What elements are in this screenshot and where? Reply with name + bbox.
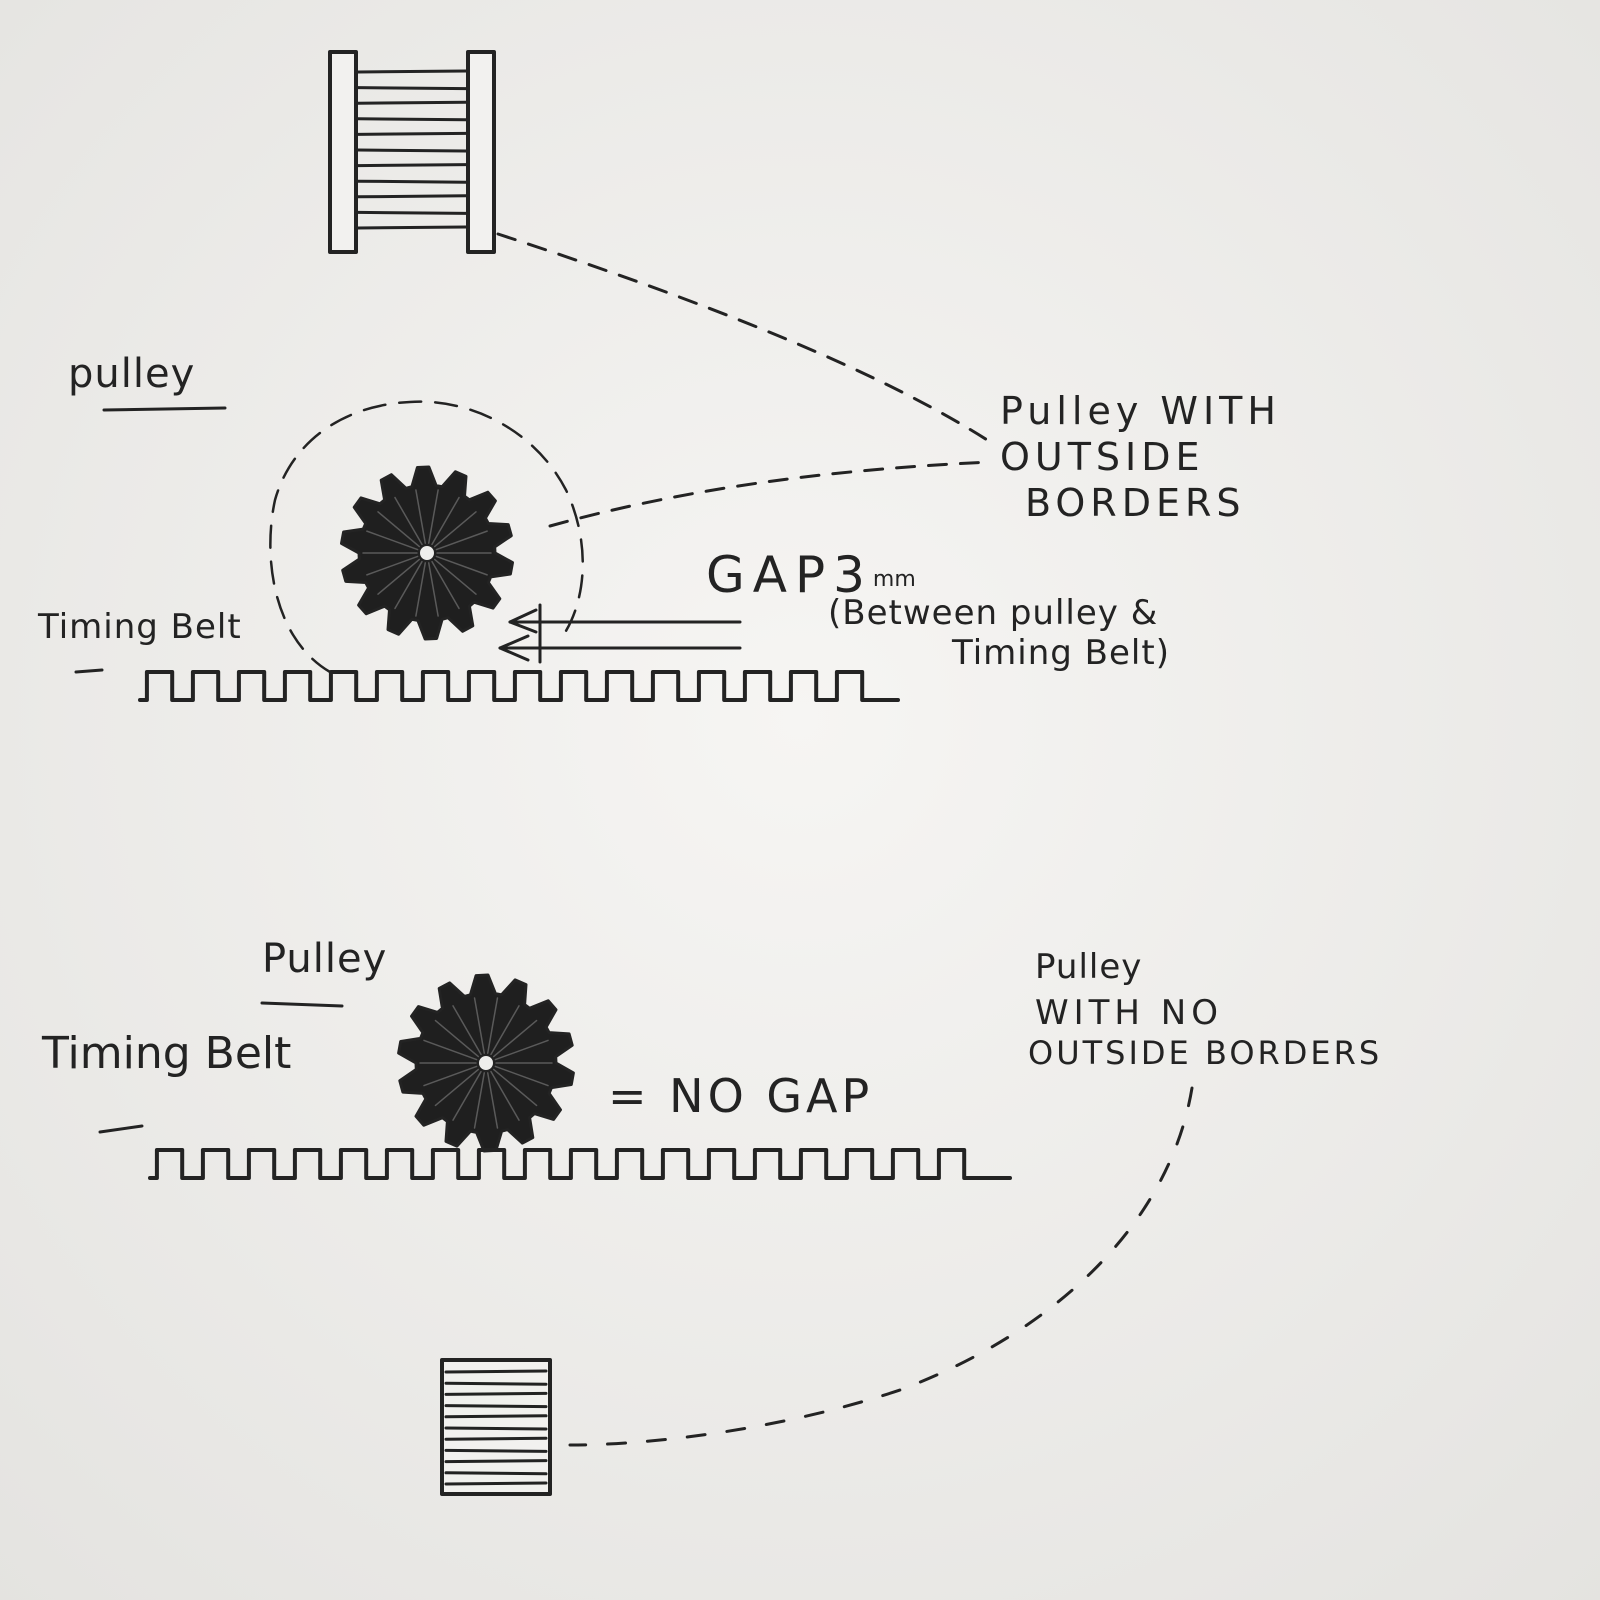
gear-hatch [492,1068,538,1107]
gear-hatch [431,560,460,610]
gear-hatch [492,1019,538,1058]
gear-hatch [423,1039,478,1061]
gear-hatch [490,1005,520,1056]
gear-hatch [377,511,421,548]
gear-hub [418,544,436,562]
gear-hatch [377,558,421,595]
gear-hatch [494,1065,549,1087]
pulley-tooth-line [356,117,468,122]
gear-hatch [366,555,419,576]
gear-hatch [415,562,427,617]
pulley-tooth-line [444,1404,548,1409]
gear-hatch [473,997,486,1054]
callout-top-line-1: Pulley WITH [1000,389,1281,433]
gear-hub [477,1054,495,1072]
pulley-label-bottom: Pulley [262,936,387,982]
gap-unit: mm [873,567,916,592]
pulley-tooth-line [444,1391,548,1396]
pulley-tooth-line [356,194,468,199]
gap-value: 3 [833,546,873,604]
pulley-tooth-line [356,86,468,91]
gear-hatch [490,1070,520,1121]
pulley-no-border-side-view [440,1358,552,1496]
outer-border-circle [269,400,584,674]
gear-hatch [366,530,419,551]
gap-note-line-1: (Between pulley & [828,593,1158,633]
gap-arrows [498,603,742,664]
gear-hatch [452,1070,482,1121]
pulley-tooth-line [356,100,468,105]
callout-leader-bottom [568,1086,1194,1447]
gear-hatch [486,997,499,1054]
pulley-tooth-line [444,1381,548,1386]
pulley-label-underline-top [102,406,227,412]
gear-hatch [433,558,477,595]
gear-hatch [427,489,439,544]
pulley-label-underline-bottom [260,1001,344,1008]
timing-belt-bottom [148,1148,1012,1180]
pulley-tooth-line [356,210,468,215]
gear-hatch [394,560,423,610]
no-gap-label: = NO GAP [608,1069,873,1123]
gap-label: GAP [706,546,833,604]
callout-bottom-line-1: Pulley [1035,947,1142,987]
pulley-tooth-line [356,225,468,230]
pulley-tooth-line [444,1448,548,1453]
gear-hatch [434,1068,480,1107]
gear-top [340,465,514,641]
flanged-pulley-side-view [328,50,496,254]
callout-bottom-line-2: WITH NO [1035,993,1223,1033]
pulley-tooth-line [356,69,468,74]
callout-top-line-3: BORDERS [1025,481,1246,525]
gear-hatch [435,555,488,576]
timing-belt-top [138,670,900,702]
callout-top-line-2: OUTSIDE [1000,435,1205,479]
gear-hatch [435,530,488,551]
gear-bottom [397,973,575,1153]
gap-note-line-2: Timing Belt) [951,633,1170,673]
belt-label-dash-top [74,668,104,674]
callout-leader-top-upper [496,232,997,447]
pulley-tooth-line [444,1481,548,1486]
pulley-tooth-line [444,1426,548,1431]
pulley-label-top: pulley [68,351,195,397]
timing-belt-label-bottom: Timing Belt [41,1028,291,1079]
gear-hatch [434,1019,480,1058]
pulley-tooth-line [444,1369,548,1374]
timing-belt-label-top: Timing Belt [37,607,242,647]
gear-hatch [427,562,439,617]
gear-hatch [423,1065,478,1087]
pulley-tooth-line [356,131,468,136]
gear-hatch [431,496,460,546]
pulley-tooth-line [444,1414,548,1419]
pulley-tooth-line [356,163,468,168]
pulley-tooth-line [356,179,468,184]
gear-hatch [494,1039,549,1061]
pulley-tooth-line [444,1459,548,1464]
pulley-tooth-line [444,1436,548,1441]
gear-hatch [433,511,477,548]
callout-bottom-line-3: OUTSIDE BORDERS [1028,1034,1382,1072]
gear-hatch [394,496,423,546]
pulley-tooth-line [444,1471,548,1476]
callout-leader-top-lower [548,460,992,528]
gear-hatch [486,1072,499,1129]
pulley-tooth-line [356,148,468,153]
gear-hatch [473,1072,486,1129]
belt-label-dash-bottom [98,1124,144,1134]
gear-hatch [415,489,427,544]
gap-title: GAP3mm [706,546,916,604]
gear-hatch [452,1005,482,1056]
